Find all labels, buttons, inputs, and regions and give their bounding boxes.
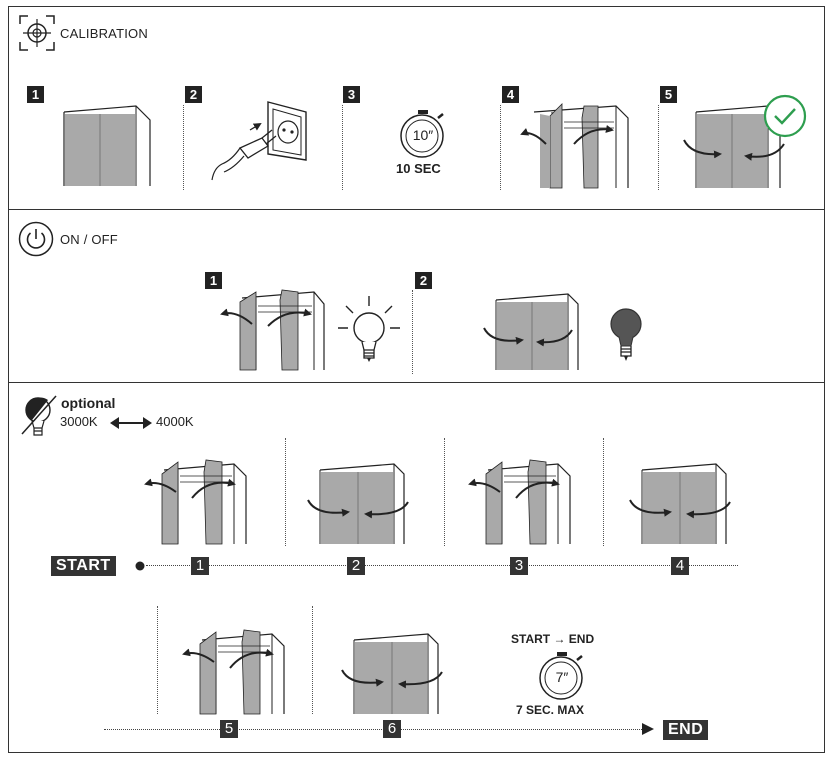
start-dot: [135, 561, 145, 571]
calibration-step-2-badge: 2: [185, 86, 202, 103]
open-cabinet-illustration: [182, 629, 285, 715]
calibration-step-4-badge: 4: [502, 86, 519, 103]
sequence-step-2: 2: [347, 557, 365, 575]
sequence-timer-value: 7″: [555, 669, 569, 685]
onoff-title: ON / OFF: [60, 232, 118, 247]
onoff-step-1-badge: 1: [205, 272, 222, 289]
temp-from-label: 3000K: [60, 414, 98, 429]
step-divider: [444, 438, 445, 546]
closing-cabinet-illustration: [307, 463, 409, 544]
double-arrow-icon: [110, 417, 152, 429]
step-divider: [312, 606, 313, 714]
sequence-timer-caption: 7 SEC. MAX: [516, 703, 585, 717]
calibration-timer-caption: 10 SEC: [396, 161, 441, 176]
step-divider: [285, 438, 286, 546]
sequence-step-6: 6: [383, 720, 401, 738]
open-cabinet-illustration: [468, 459, 571, 545]
open-cabinet-illustration: [520, 103, 629, 189]
step-divider: [342, 105, 343, 190]
calibration-title: CALIBRATION: [60, 26, 148, 41]
stopwatch-icon: [400, 110, 444, 158]
closing-cabinet-illustration: [683, 105, 785, 188]
open-cabinet-illustration: [220, 289, 325, 371]
calibration-step-1-badge: 1: [27, 86, 44, 103]
step-divider: [412, 290, 413, 374]
calibration-target-icon: [19, 15, 55, 51]
optional-title: optional: [61, 395, 116, 411]
power-icon: [18, 221, 54, 257]
sequence-step-4: 4: [671, 557, 689, 575]
open-cabinet-illustration: [144, 459, 247, 545]
stopwatch-icon: [539, 652, 583, 700]
timeline-arrowhead: [642, 723, 654, 735]
onoff-step-2-badge: 2: [415, 272, 432, 289]
plug-socket-icon: [211, 101, 307, 181]
start-label: START: [51, 556, 116, 576]
calibration-step-5-badge: 5: [660, 86, 677, 103]
sequence-timer-header: START → END: [511, 632, 595, 646]
calibration-step-3-badge: 3: [343, 86, 360, 103]
end-label: END: [663, 720, 709, 740]
bulb-temperature-icon: [21, 395, 57, 436]
sequence-step-3: 3: [510, 557, 528, 575]
optional-section: [8, 382, 825, 753]
step-divider: [500, 105, 501, 190]
bulb-off-icon: [610, 308, 642, 361]
closing-cabinet-illustration: [483, 293, 579, 370]
timeline-line: [104, 729, 646, 730]
closing-cabinet-illustration: [629, 463, 731, 544]
step-divider: [658, 105, 659, 190]
calibration-timer-value: 10″: [412, 127, 434, 143]
step-divider: [183, 105, 184, 190]
closed-cabinet-illustration: [63, 105, 151, 186]
timeline-line: [146, 565, 738, 566]
bulb-on-icon: [338, 296, 400, 362]
step-divider: [157, 606, 158, 714]
step-divider: [603, 438, 604, 546]
sequence-step-1: 1: [191, 557, 209, 575]
sequence-step-5: 5: [220, 720, 238, 738]
check-circle-icon: [763, 94, 807, 138]
closing-cabinet-illustration: [341, 633, 443, 714]
onoff-section: [8, 209, 825, 383]
temp-to-label: 4000K: [156, 414, 194, 429]
